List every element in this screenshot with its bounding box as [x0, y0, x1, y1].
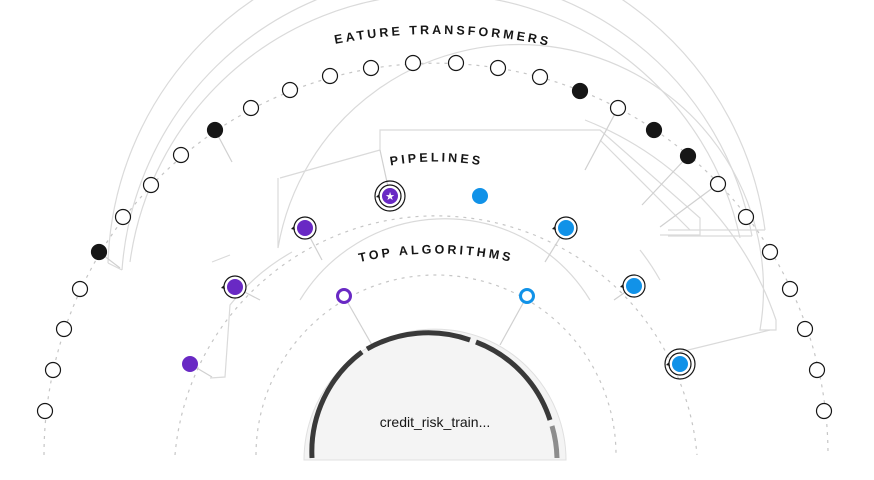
hub-progress-arc [365, 330, 471, 352]
hub-progress-arc [475, 339, 553, 421]
feature-transformer-node[interactable] [609, 99, 627, 117]
feature-transformer-node[interactable] [796, 320, 814, 338]
feature-transformer-node[interactable] [90, 243, 108, 261]
feature-transformer-node[interactable] [172, 146, 190, 164]
feature-transformer-node[interactable] [489, 59, 507, 77]
feature-transformer-node[interactable] [281, 81, 299, 99]
feature-transformer-node[interactable] [808, 361, 826, 379]
pipeline-dot [472, 188, 488, 204]
pipeline-node[interactable] [182, 356, 198, 372]
progress-arrow-icon [376, 194, 380, 198]
dataset-hub[interactable]: credit_risk_train... [303, 328, 567, 461]
feature-transformer-node[interactable] [815, 402, 833, 420]
hub-progress-arc [549, 425, 560, 459]
progress-arrow-icon [552, 226, 556, 230]
feature-transformer-node[interactable] [321, 67, 339, 85]
feature-transformer-node[interactable] [206, 121, 224, 139]
feature-transformer-node[interactable] [781, 280, 799, 298]
pipeline-dot [297, 220, 313, 236]
pipeline-node[interactable] [472, 188, 488, 204]
feature-transformer-nodes [36, 54, 833, 420]
pipeline-node[interactable] [221, 275, 247, 299]
pipeline-node[interactable] [620, 274, 646, 298]
feature-transformer-node[interactable] [362, 59, 380, 77]
connection-brackets [107, 0, 777, 379]
feature-transformers-label: FEATURE TRANSFORMERS [0, 0, 552, 49]
feature-transformer-node[interactable] [447, 54, 465, 72]
feature-transformer-node[interactable] [71, 280, 89, 298]
progress-arrow-icon [291, 226, 295, 230]
top-algorithm-node[interactable] [519, 288, 535, 304]
pipeline-dot [382, 188, 398, 204]
feature-transformers-text: FEATURE TRANSFORMERS [0, 0, 549, 49]
feature-transformer-node[interactable] [761, 243, 779, 261]
top-algorithms-label: TOP ALGORITHMS [357, 242, 515, 265]
feature-transformer-node[interactable] [645, 121, 663, 139]
guide-rings [43, 62, 829, 456]
feature-transformer-node[interactable] [737, 208, 755, 226]
feature-transformer-node[interactable] [531, 68, 549, 86]
pipeline-dot [626, 278, 642, 294]
feature-transformer-node[interactable] [36, 402, 54, 420]
pipeline-node[interactable]: ★ [374, 180, 406, 212]
top-algorithm-nodes [336, 288, 535, 304]
pipeline-dot [227, 279, 243, 295]
dataset-name: credit_risk_train... [380, 414, 490, 430]
pipeline-node[interactable] [552, 216, 578, 240]
pipelines-text: PIPELINES [389, 150, 481, 168]
pipeline-outer-ring [374, 180, 406, 212]
pipeline-dot [182, 356, 198, 372]
feature-transformer-node[interactable] [114, 208, 132, 226]
feature-transformer-node[interactable] [242, 99, 260, 117]
top-algorithms-text: TOP ALGORITHMS [357, 242, 512, 265]
pipeline-node[interactable] [291, 216, 317, 240]
progress-arrow-icon [666, 362, 670, 366]
hub-progress-arc [309, 349, 364, 459]
feature-transformer-node[interactable] [44, 361, 62, 379]
pipelines-label: PIPELINES [389, 150, 484, 168]
feature-transformer-node[interactable] [571, 82, 589, 100]
feature-transformer-node[interactable] [142, 176, 160, 194]
progress-arrow-icon [620, 284, 624, 288]
star-icon: ★ [385, 190, 395, 203]
pipeline-outer-ring [664, 348, 696, 380]
top-algorithm-node[interactable] [336, 288, 352, 304]
feature-transformer-node[interactable] [679, 147, 697, 165]
pipeline-nodes: ★ [182, 180, 696, 380]
feature-transformer-node[interactable] [55, 320, 73, 338]
pipeline-dot [672, 356, 688, 372]
feature-transformer-node[interactable] [404, 54, 422, 72]
pipeline-node[interactable] [664, 348, 696, 380]
pipeline-dot [558, 220, 574, 236]
feature-transformer-node[interactable] [709, 175, 727, 193]
progress-arrow-icon [221, 285, 225, 289]
